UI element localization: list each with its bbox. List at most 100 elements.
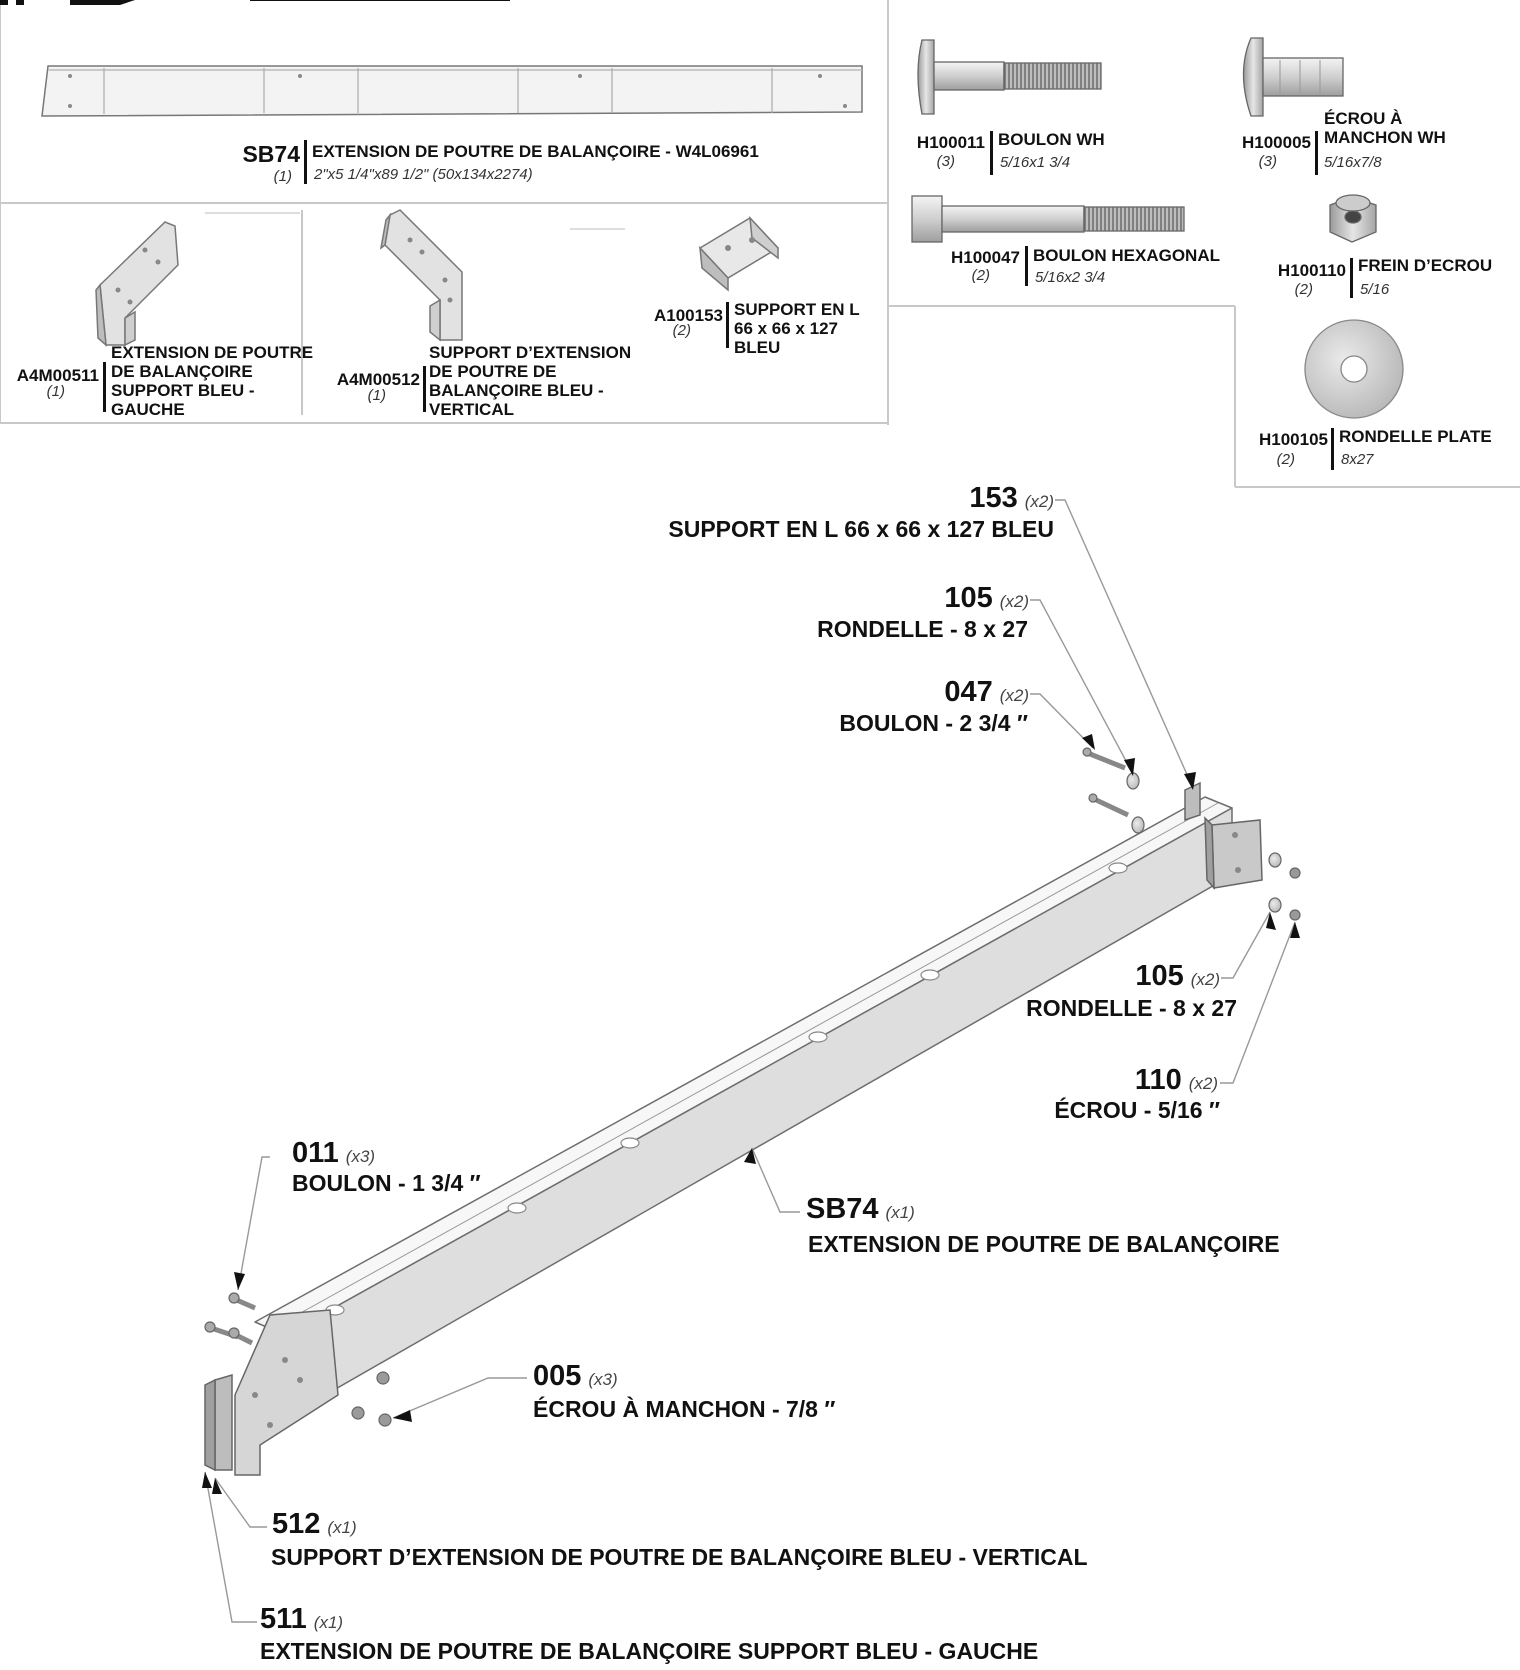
callout-511: 511 (x1) [260,1603,343,1636]
part-spec-sb74: 2"x5 1/4"x89 1/2" (50x134x2274) [314,166,533,183]
part-divider-sb74 [304,140,307,184]
callout-105-bottom-qty: (x2) [1190,970,1220,989]
callout-110-number: 110 [1134,1064,1182,1096]
part-spec-h100110: 5/16 [1360,281,1390,298]
part-name-a4m00512: SUPPORT D’EXTENSION DE POUTRE DE BALANÇO… [429,343,632,419]
bolt-wh-drawing [917,39,1102,115]
callout-105-top: 105 (x2) [944,582,1029,615]
part-code-a4m00511: A4M00511 [16,366,99,385]
header-logo [0,0,135,5]
part-qty-h100005: (3) [1258,153,1277,170]
vertical-bracket-drawing [379,209,625,342]
frame-lines [0,0,1520,488]
callout-005: 005 (x3) [533,1360,618,1393]
part-name-h100005: ÉCROU À MANCHON WH [1324,109,1446,147]
part-spec-h100105: 8x27 [1341,451,1374,468]
part-code-h100110: H100110 [1277,261,1346,280]
part-qty-h100047: (2) [971,267,990,284]
callout-512-qty: (x1) [327,1518,357,1537]
right-hardware [1082,747,1301,921]
callout-512-number: 512 [272,1508,321,1540]
callout-511-number: 511 [260,1603,307,1635]
callout-512: 512 (x1) [272,1508,357,1541]
part-divider-a100153 [726,302,729,348]
main-beam [254,796,1233,1419]
callout-153-name: SUPPORT EN L 66 x 66 x 127 BLEU [668,516,1054,542]
part-divider-a4m00511 [103,362,106,412]
part-code-h100047: H100047 [950,248,1020,267]
right-l-brackets [1184,781,1263,891]
part-code-sb74: SB74 [242,141,300,167]
part-qty-a4m00511: (1) [46,383,65,400]
callout-105-top-name: RONDELLE - 8 x 27 [817,616,1028,642]
l-bracket-drawing [698,215,780,292]
part-qty-a100153: (2) [672,322,691,339]
part-qty-sb74: (1) [273,168,292,185]
left-end-brackets [204,1309,339,1476]
callout-512-name: SUPPORT D’EXTENSION DE POUTRE DE BALANÇO… [271,1544,1088,1570]
callout-005-name: ÉCROU À MANCHON - 7/8 ″ [533,1396,836,1422]
callout-105-bottom: 105 (x2) [1135,960,1220,993]
part-divider-a4m00512 [423,366,426,412]
callout-011: 011 (x3) [292,1137,375,1170]
leader-lines [204,499,1296,1623]
part-code-h100005: H100005 [1241,133,1311,152]
callout-105-bottom-number: 105 [1135,960,1184,992]
callout-005-number: 005 [533,1360,582,1392]
part-divider-h100105 [1331,428,1334,470]
callout-153-number: 153 [969,482,1018,514]
part-code-h100011: H100011 [916,133,985,152]
callout-047-number: 047 [944,676,993,708]
part-spec-h100047: 5/16x2 3/4 [1035,269,1106,286]
callout-sb74-name: EXTENSION DE POUTRE DE BALANÇOIRE [808,1231,1280,1257]
callout-153: 153 (x2) [969,482,1054,515]
part-name-h100047: BOULON HEXAGONAL [1033,246,1220,265]
left-hardware [204,1292,392,1427]
callout-110: 110 (x2) [1135,1064,1218,1097]
callout-110-qty: (x2) [1188,1074,1218,1093]
part-qty-h100011: (3) [936,153,955,170]
beam-drawing [41,65,863,117]
part-code-h100105: H100105 [1258,430,1328,449]
callout-105-top-qty: (x2) [999,592,1029,611]
sleeve-nut-drawing [1242,37,1344,117]
part-spec-h100005: 5/16x7/8 [1324,154,1382,171]
page-header-fragment [250,0,520,4]
part-name-a4m00511: EXTENSION DE POUTRE DE BALANÇOIRE SUPPOR… [111,343,314,419]
callout-105-top-number: 105 [944,582,993,614]
part-name-h100105: RONDELLE PLATE [1339,427,1492,446]
callout-sb74: SB74 (x1) [806,1193,915,1226]
part-qty-a4m00512: (1) [367,387,386,404]
arrowheads [202,734,1300,1494]
part-code-a4m00512: A4M00512 [336,370,420,389]
callout-511-name: EXTENSION DE POUTRE DE BALANÇOIRE SUPPOR… [260,1638,1039,1664]
callout-011-number: 011 [292,1137,339,1169]
callout-005-qty: (x3) [588,1370,618,1389]
callout-047: 047 (x2) [944,676,1029,709]
part-divider-h100110 [1350,258,1353,298]
part-divider-h100047 [1025,246,1028,286]
callout-011-qty: (x3) [345,1147,376,1166]
callout-sb74-qty: (x1) [885,1203,915,1222]
part-qty-h100110: (2) [1294,281,1313,298]
part-spec-h100011: 5/16x1 3/4 [1000,154,1071,171]
part-code-a100153: A100153 [653,306,723,325]
callout-047-qty: (x2) [999,686,1029,705]
part-qty-h100105: (2) [1276,451,1295,468]
part-divider-h100005 [1315,131,1318,175]
left-bracket-drawing [95,212,300,347]
part-name-h100110: FREIN D’ECROU [1358,256,1493,275]
part-name-h100011: BOULON WH [998,130,1105,149]
hex-bolt-drawing [911,195,1185,243]
callout-153-qty: (x2) [1024,492,1054,511]
part-name-sb74: EXTENSION DE POUTRE DE BALANÇOIRE - W4L0… [312,142,759,161]
callout-110-name: ÉCROU - 5/16 ″ [1054,1097,1220,1123]
callout-511-qty: (x1) [313,1613,344,1632]
lock-nut-drawing [1329,194,1377,243]
flat-washer-drawing [1304,319,1404,419]
part-name-a100153: SUPPORT EN L 66 x 66 x 127 BLEU [734,300,860,357]
callout-105-bottom-name: RONDELLE - 8 x 27 [1026,995,1237,1021]
callout-sb74-number: SB74 [806,1193,879,1225]
callout-047-name: BOULON - 2 3/4 ″ [839,710,1028,736]
